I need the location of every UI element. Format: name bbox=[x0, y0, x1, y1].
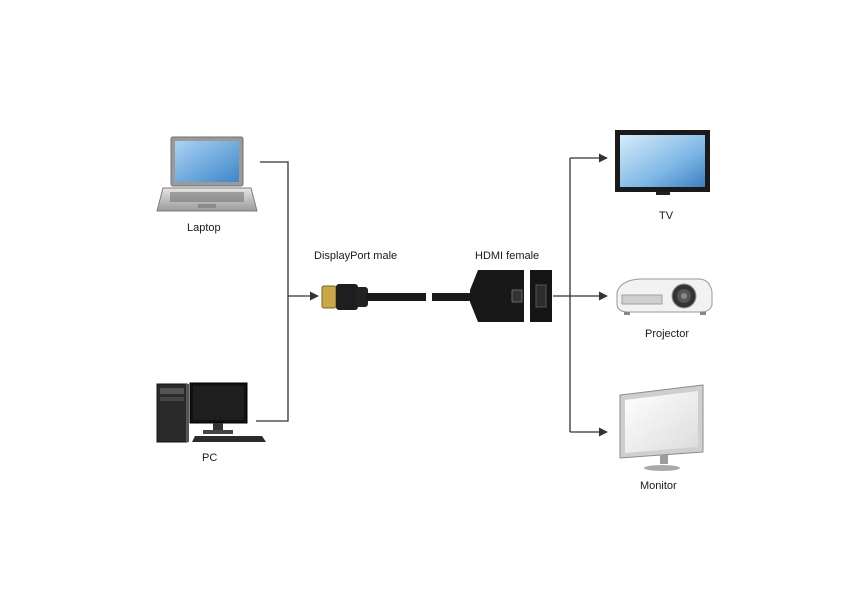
displayport-label: DisplayPort male bbox=[314, 250, 398, 262]
projector-icon bbox=[616, 278, 713, 315]
monitor-label: Monitor bbox=[640, 480, 677, 492]
laptop-icon bbox=[156, 136, 258, 212]
laptop-label: Laptop bbox=[187, 222, 221, 234]
tv-icon bbox=[615, 130, 710, 195]
hdmi-label: HDMI female bbox=[475, 250, 540, 262]
displayport-connector-icon bbox=[321, 284, 472, 310]
tv-label: TV bbox=[659, 210, 674, 222]
desktop-pc-icon bbox=[156, 382, 266, 443]
connection-lines bbox=[256, 153, 608, 437]
laptop-line bbox=[260, 161, 289, 296]
monitor-icon bbox=[619, 384, 704, 471]
pc-line bbox=[256, 296, 289, 422]
hdmi-adapter-icon bbox=[470, 270, 552, 322]
pc-label: PC bbox=[202, 452, 218, 464]
projector-label: Projector bbox=[645, 328, 690, 340]
